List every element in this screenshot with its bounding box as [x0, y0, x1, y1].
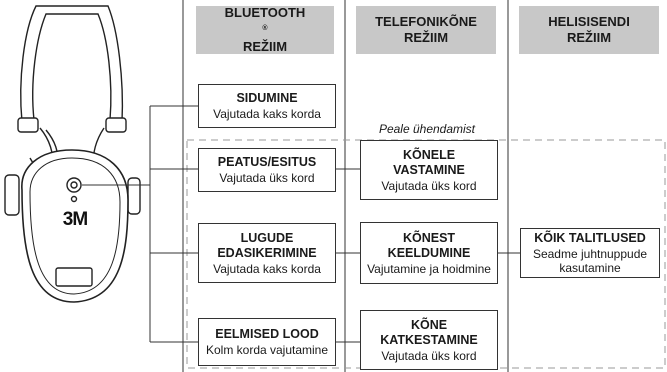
column-header-telefonikone: TELEFONIKÕNE REŽIIM — [356, 6, 496, 54]
box-title: EELMISED LOOD — [215, 327, 319, 341]
column-header-bluetooth: BLUETOOTH ® REŽIIM — [196, 4, 334, 55]
box-konele-vastamine: KÕNELE VASTAMINE Vajutada üks kord — [360, 140, 498, 200]
registered-mark: ® — [262, 24, 268, 32]
box-title: SIDUMINE — [236, 91, 298, 105]
column-header-helisisendi: HELISISENDI REŽIIM — [519, 6, 659, 54]
header-line2: REŽIIM — [566, 30, 612, 45]
header-line2: REŽIIM — [242, 39, 288, 55]
box-title: PEATUS/ESITUS — [217, 155, 317, 169]
box-subtitle: Vajutamine ja hoidmine — [367, 261, 491, 276]
box-koik-talitlused: KÕIK TALITLUSED Seadme juhtnuppude kasut… — [520, 228, 660, 278]
box-title: KÕNE KATKESTAMINE — [380, 317, 478, 347]
box-lugude-edasikerimine: LUGUDE EDASIKERIMINE Vajutada kaks korda — [198, 223, 336, 283]
box-kone-katkestamine: KÕNE KATKESTAMINE Vajutada üks kord — [360, 310, 498, 370]
box-subtitle: Kolm korda vajutamine — [205, 343, 329, 357]
box-title: KÕIK TALITLUSED — [534, 231, 646, 245]
header-line2: REŽIIM — [403, 30, 449, 45]
box-title: KÕNELE VASTAMINE — [393, 147, 465, 177]
header-line1: BLUETOOTH — [224, 4, 306, 20]
box-sidumine: SIDUMINE Vajutada kaks korda — [198, 84, 336, 128]
box-subtitle: Vajutada üks kord — [381, 348, 477, 363]
brand-logo: 3M — [63, 209, 88, 230]
box-subtitle: Vajutada üks kord — [219, 171, 315, 185]
header-line1: HELISISENDI — [548, 14, 630, 29]
box-subtitle: Vajutada kaks korda — [213, 261, 321, 276]
box-subtitle: Vajutada üks kord — [381, 178, 477, 193]
box-subtitle: Vajutada kaks korda — [213, 107, 321, 121]
after-pairing-note: Peale ühendamist — [378, 122, 476, 136]
headphone-illustration — [4, 5, 141, 303]
header-line1: TELEFONIKÕNE — [375, 14, 477, 29]
box-title: LUGUDE EDASIKERIMINE — [217, 230, 317, 260]
box-konest-keeldumine: KÕNEST KEELDUMINE Vajutamine ja hoidmine — [360, 222, 498, 284]
box-peatus-esitus: PEATUS/ESITUS Vajutada üks kord — [198, 148, 336, 192]
box-title: KÕNEST KEELDUMINE — [387, 230, 471, 260]
box-subtitle: Seadme juhtnuppude kasutamine — [532, 247, 648, 275]
box-eelmised-lood: EELMISED LOOD Kolm korda vajutamine — [198, 318, 336, 366]
